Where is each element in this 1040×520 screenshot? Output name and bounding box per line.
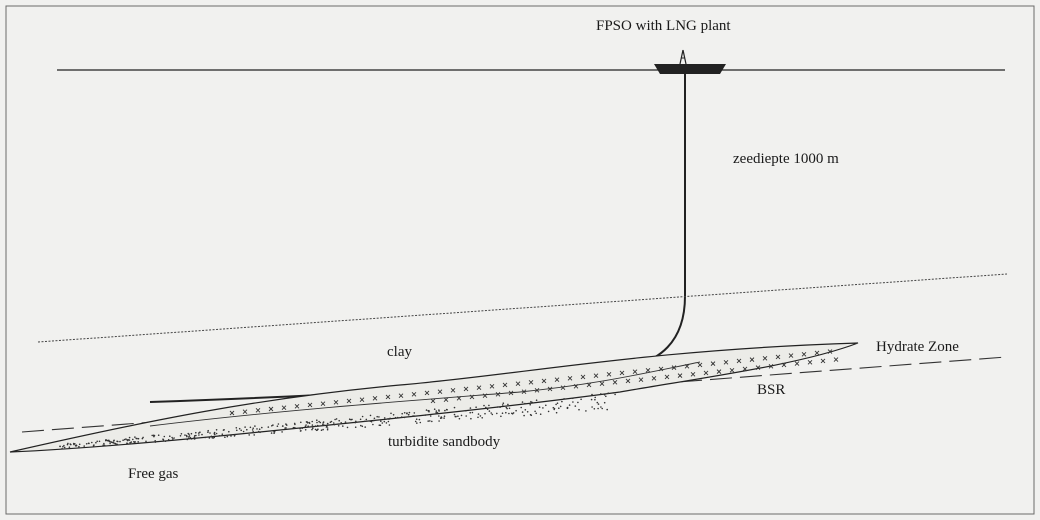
hydrate-crosses bbox=[229, 349, 839, 416]
gas-hydrate-boundary bbox=[149, 361, 701, 427]
clay-label: clay bbox=[387, 344, 412, 360]
diagram-border bbox=[5, 5, 1035, 515]
fpso-label: FPSO with LNG plant bbox=[596, 18, 731, 34]
free-gas-label: Free gas bbox=[128, 466, 179, 482]
free-gas-dots bbox=[59, 392, 616, 450]
seabed-line bbox=[37, 273, 1008, 343]
fpso-vessel-icon bbox=[654, 49, 726, 74]
hydrate-zone-label: Hydrate Zone bbox=[876, 339, 959, 355]
turbidite-sandbody-label: turbidite sandbody bbox=[388, 434, 501, 450]
water-depth-label: zeediepte 1000 m bbox=[733, 151, 839, 167]
riser-pipe bbox=[149, 74, 686, 403]
bsr-label: BSR bbox=[757, 382, 786, 398]
